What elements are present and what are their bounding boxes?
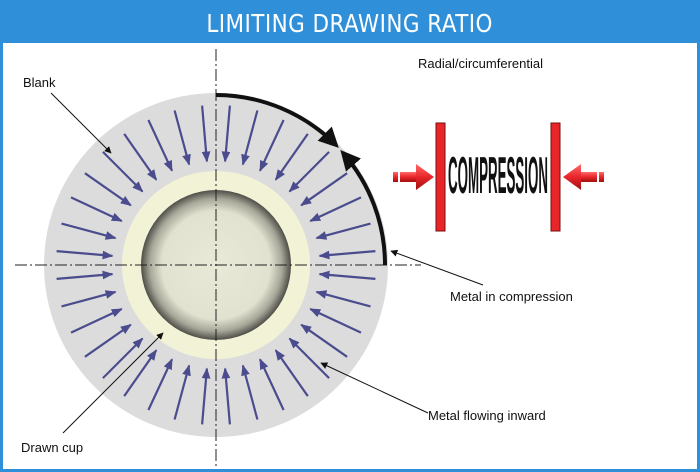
flow-arrow xyxy=(241,110,259,166)
compression-arrow-left-head xyxy=(416,164,434,190)
flow-arrow xyxy=(173,364,191,420)
flow-arrow xyxy=(123,133,158,181)
flow-arrow xyxy=(274,133,309,181)
flow-arrow xyxy=(56,270,114,280)
flow-arrow xyxy=(70,308,123,334)
flow-arrow xyxy=(123,349,158,397)
leader-metal-compression xyxy=(390,249,484,286)
flow-arrow xyxy=(309,196,362,222)
flow-arrow xyxy=(84,172,132,207)
flow-arrow xyxy=(288,337,330,379)
flow-arrow xyxy=(221,105,231,163)
flow-arrow xyxy=(259,119,285,172)
flow-arrow xyxy=(102,337,144,379)
circumferential-arc-inner xyxy=(340,149,388,266)
compression-arrow-left-tail xyxy=(393,172,398,182)
compression-arrow-right xyxy=(563,164,604,190)
flow-arrow xyxy=(56,250,114,260)
flow-arrow xyxy=(315,222,371,240)
flow-arrow xyxy=(201,105,211,163)
flow-arrow xyxy=(221,367,231,425)
flow-arrow xyxy=(102,151,144,193)
compression-symbol: COMPRESSION xyxy=(393,122,604,232)
compression-arrow-right-head xyxy=(563,164,581,190)
flow-arrow xyxy=(84,323,132,358)
flow-arrow xyxy=(315,290,371,308)
flow-arrow xyxy=(147,119,173,172)
flow-arrow xyxy=(147,358,173,411)
label-metal-in-compression: Metal in compression xyxy=(450,289,573,304)
compression-arrow-right-tail xyxy=(599,172,604,182)
flow-arrow-group xyxy=(56,105,376,425)
compression-arrow-right-shaft xyxy=(581,172,597,182)
compression-plate-left xyxy=(435,122,446,232)
compression-arrow-left-shaft xyxy=(400,172,416,182)
drawing-diagram: Blank Radial/circumferential Metal in co… xyxy=(15,49,604,469)
flow-arrow xyxy=(61,290,117,308)
label-radial-circumferential: Radial/circumferential xyxy=(418,56,543,71)
flow-arrow xyxy=(201,367,211,425)
flow-arrow xyxy=(70,196,123,222)
flow-arrow xyxy=(300,323,348,358)
leader-metal-flowing xyxy=(320,362,429,414)
flow-arrow xyxy=(300,172,348,207)
leader-drawn-cup xyxy=(62,332,164,434)
flow-arrow xyxy=(274,349,309,397)
title-bar: LIMITING DRAWING RATIO xyxy=(3,3,697,43)
flow-arrow xyxy=(318,270,376,280)
label-drawn-cup: Drawn cup xyxy=(21,440,83,455)
label-blank: Blank xyxy=(23,75,56,90)
compression-word: COMPRESSION xyxy=(448,147,548,205)
flow-arrow xyxy=(318,250,376,260)
circumferential-arc-outer xyxy=(215,93,339,148)
flow-arrow xyxy=(61,222,117,240)
flow-arrow xyxy=(173,110,191,166)
slide-title: LIMITING DRAWING RATIO xyxy=(206,8,494,38)
flow-arrow xyxy=(259,358,285,411)
flow-arrow xyxy=(309,308,362,334)
label-metal-flowing-inward: Metal flowing inward xyxy=(428,408,546,423)
leader-blank xyxy=(50,92,112,154)
compression-arrow-left xyxy=(393,164,434,190)
flow-arrow xyxy=(241,364,259,420)
compression-plate-right xyxy=(550,122,561,232)
flow-arrow xyxy=(288,151,330,193)
